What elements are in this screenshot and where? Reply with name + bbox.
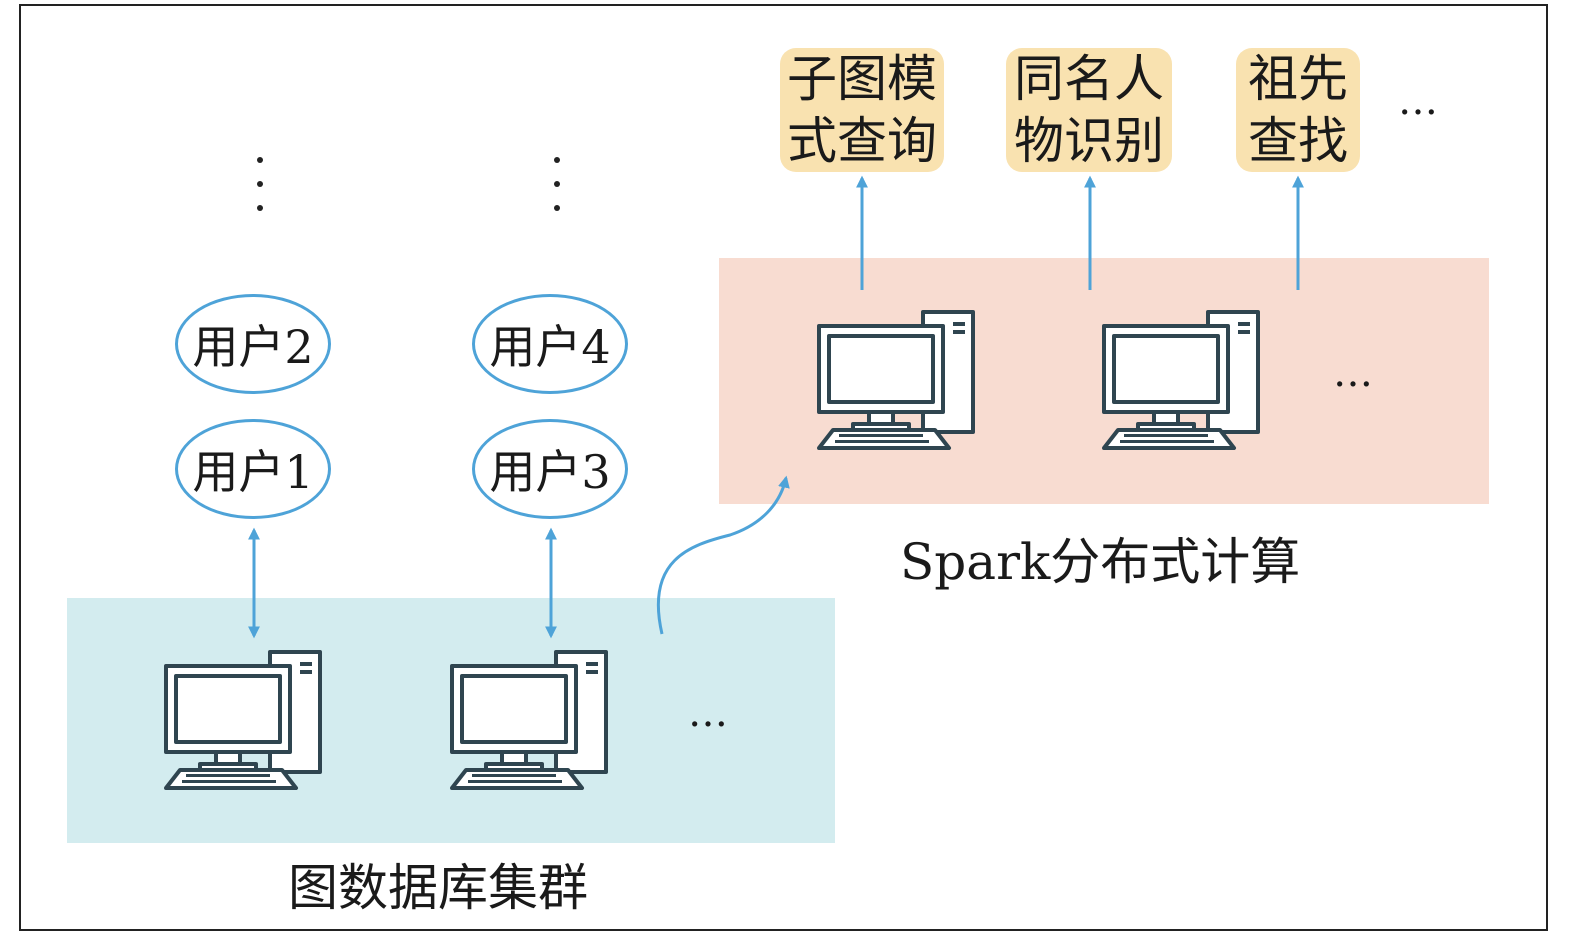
db-to-spark-arrow bbox=[656, 475, 790, 635]
computer-icon bbox=[450, 650, 608, 790]
computer-icon bbox=[817, 310, 975, 450]
computer-icon bbox=[1102, 310, 1260, 450]
task-line: 子图模 bbox=[787, 50, 937, 108]
graph-db-cluster-label: 图数据库集群 bbox=[288, 859, 588, 917]
diagram-border bbox=[19, 4, 1548, 931]
task-line: 物识别 bbox=[1014, 112, 1164, 170]
task-subgraph-query: 子图模 式查询 bbox=[780, 48, 944, 172]
more-users-dots bbox=[257, 157, 263, 229]
task-ancestor-search: 祖先 查找 bbox=[1236, 48, 1360, 172]
spark-cluster-label: Spark分布式计算 bbox=[900, 533, 1301, 591]
task-line: 式查询 bbox=[787, 112, 937, 170]
task-line: 同名人 bbox=[1014, 50, 1164, 108]
user-node: 用户2 bbox=[175, 294, 331, 394]
task-line: 查找 bbox=[1248, 112, 1348, 170]
user-node: 用户1 bbox=[175, 419, 331, 519]
more-spark-nodes-ellipsis: … bbox=[1333, 350, 1377, 396]
more-users-dots bbox=[554, 157, 560, 229]
more-tasks-ellipsis: … bbox=[1398, 78, 1442, 124]
user-node: 用户4 bbox=[472, 294, 628, 394]
user-node: 用户3 bbox=[472, 419, 628, 519]
computer-icon bbox=[164, 650, 322, 790]
task-line: 祖先 bbox=[1248, 50, 1348, 108]
more-db-nodes-ellipsis: … bbox=[688, 690, 732, 736]
task-name-disambiguation: 同名人 物识别 bbox=[1006, 48, 1172, 172]
